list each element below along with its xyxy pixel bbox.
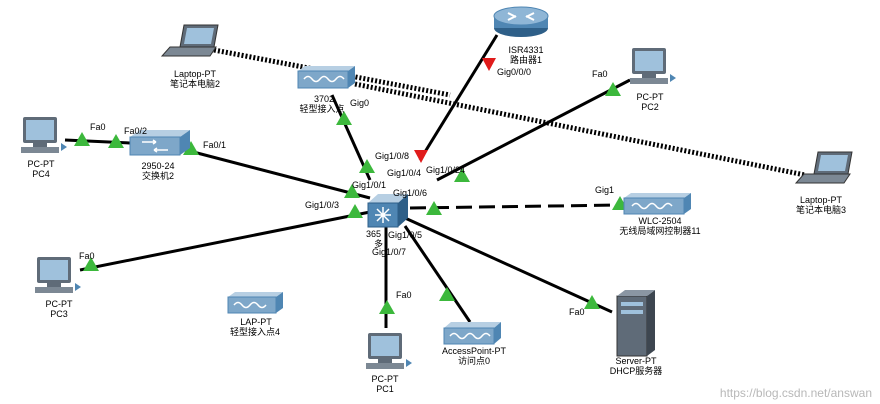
switch2-name-label: 交换机2 bbox=[141, 171, 174, 181]
access-point-icon bbox=[297, 66, 355, 89]
ap0-model-label: AccessPoint-PT bbox=[441, 346, 507, 356]
port-up-indicator bbox=[74, 132, 90, 146]
lap-name-label: 轻型接入点4 bbox=[229, 327, 280, 337]
pc3-model-label: PC-PT bbox=[45, 299, 73, 309]
port-label: Gig1/0/7 bbox=[372, 247, 407, 257]
switch2-model-label: 2950-24 bbox=[141, 161, 175, 171]
port-up-indicator bbox=[584, 295, 600, 309]
pc4-model-label: PC-PT bbox=[27, 159, 55, 169]
link-router-core bbox=[418, 34, 499, 161]
laptop2-name-label: 笔记本电脑2 bbox=[169, 79, 220, 89]
laptop2-model-label: Laptop-PT bbox=[173, 69, 217, 79]
port-label: Gig1/0/24 bbox=[426, 165, 466, 175]
port-up-indicator bbox=[359, 159, 375, 173]
links bbox=[64, 34, 631, 328]
port-label: Gig1/0/5 bbox=[388, 230, 423, 240]
router-model-label: ISR4331 bbox=[508, 45, 544, 55]
pc-icon bbox=[21, 117, 67, 153]
port-up-indicator bbox=[183, 141, 199, 155]
wireless-laptop3 bbox=[354, 81, 806, 178]
pc-icon bbox=[35, 257, 81, 293]
port-up-indicator bbox=[108, 134, 124, 148]
laptop3-name-label: 笔记本电脑3 bbox=[795, 205, 846, 215]
pc2-name-label: PC2 bbox=[641, 102, 659, 112]
port-up-indicator bbox=[426, 201, 442, 215]
multilayer-switch-icon bbox=[367, 194, 408, 228]
pc3-name-label: PC3 bbox=[50, 309, 68, 319]
port-down-indicator bbox=[414, 150, 428, 163]
port-up-indicator bbox=[336, 111, 352, 125]
wlc-name-label: 无线局域网控制器11 bbox=[619, 226, 701, 236]
port-label: Fa0 bbox=[592, 69, 608, 79]
server-icon bbox=[616, 290, 655, 357]
router-icon bbox=[493, 6, 549, 37]
port-label: Fa0 bbox=[90, 122, 106, 132]
port-label: Gig0 bbox=[350, 98, 370, 108]
access-point-icon bbox=[227, 292, 283, 314]
link-switch2-core bbox=[177, 146, 371, 200]
link-pc2-core bbox=[436, 78, 631, 182]
wireless-controller-icon bbox=[623, 193, 691, 215]
lap-model-label: LAP-PT bbox=[240, 317, 272, 327]
watermark: https://blog.csdn.net/answan bbox=[719, 386, 872, 400]
port-label: Gig1/0/6 bbox=[393, 188, 428, 198]
port-label: Gig1/0/3 bbox=[305, 200, 340, 210]
port-label: Gig1/0/4 bbox=[387, 168, 422, 178]
port-label: Gig1/0/1 bbox=[352, 180, 387, 190]
link-wlc-core bbox=[409, 203, 624, 210]
port-down-indicator bbox=[482, 58, 496, 71]
switch-icon bbox=[129, 130, 190, 156]
port-label: Fa0 bbox=[79, 251, 95, 261]
core-model-label: 365 bbox=[366, 229, 382, 239]
port-up-indicator bbox=[83, 257, 99, 271]
port-up-indicator bbox=[454, 168, 470, 182]
link-pc3-core bbox=[79, 210, 371, 272]
port-label: Gig1 bbox=[595, 185, 615, 195]
pc4-name-label: PC4 bbox=[32, 169, 50, 179]
port-label: Gig1/0/8 bbox=[375, 151, 410, 161]
laptop-icon bbox=[160, 24, 219, 57]
pc-icon bbox=[366, 333, 412, 369]
pc2-model-label: PC-PT bbox=[636, 92, 664, 102]
port-label: Fa0 bbox=[569, 307, 585, 317]
link-server-core bbox=[404, 216, 613, 314]
ap3702-model-label: 3702 bbox=[313, 94, 335, 104]
laptop-icon bbox=[794, 151, 853, 184]
port-label: Fa0/2 bbox=[124, 126, 148, 136]
ap3702-name-label: 轻型接入点 bbox=[299, 104, 345, 114]
pc1-model-label: PC-PT bbox=[371, 374, 399, 384]
port-up-indicator bbox=[344, 184, 360, 198]
port-up-indicator bbox=[439, 287, 455, 301]
pc1-name-label: PC1 bbox=[376, 384, 394, 394]
link-ap0-core bbox=[403, 225, 472, 323]
port-label: Fa0 bbox=[396, 290, 412, 300]
router-name-label: 路由器1 bbox=[509, 55, 542, 65]
laptop3-model-label: Laptop-PT bbox=[799, 195, 843, 205]
port-up-indicator bbox=[379, 300, 395, 314]
core-name-label: 多 bbox=[374, 239, 384, 249]
port-label: Gig0/0/0 bbox=[497, 67, 532, 77]
server-name-label: DHCP服务器 bbox=[609, 366, 663, 376]
wlc-model-label: WLC-2504 bbox=[638, 216, 682, 226]
port-up-indicator bbox=[347, 204, 363, 218]
pc-icon bbox=[630, 48, 676, 84]
ap0-name-label: 访问点0 bbox=[457, 356, 490, 366]
port-indicators bbox=[74, 58, 628, 314]
port-up-indicator bbox=[605, 82, 621, 96]
port-label: Fa0/1 bbox=[203, 140, 227, 150]
server-model-label: Server-PT bbox=[615, 356, 657, 366]
access-point-icon bbox=[443, 322, 501, 345]
